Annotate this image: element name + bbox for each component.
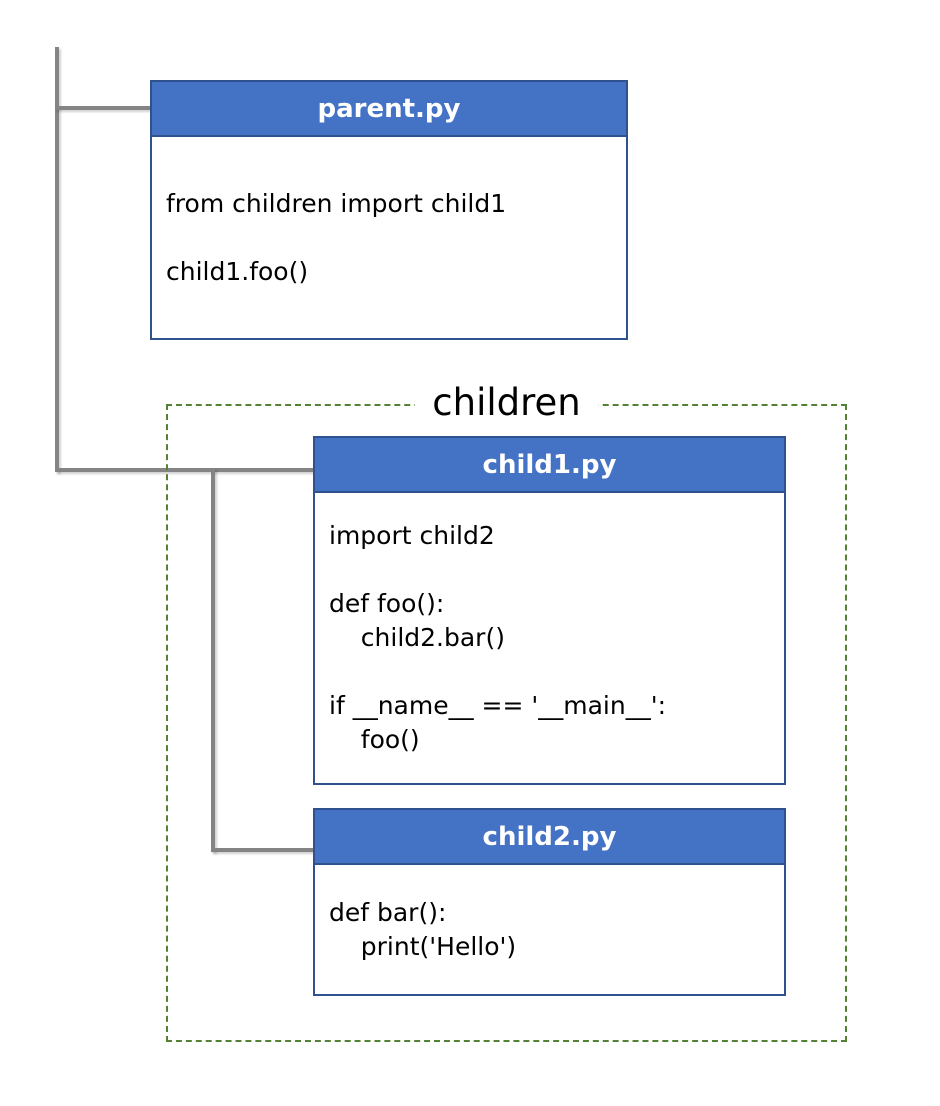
file-box-child1-code: import child2 def foo(): child2.bar() if… xyxy=(315,493,784,783)
code-line: print('Hello') xyxy=(329,931,517,961)
code-line: child2.bar() xyxy=(329,623,505,652)
connector-to-child1-line xyxy=(55,468,315,472)
code-line xyxy=(329,553,778,587)
code-line: def foo(): xyxy=(329,589,445,618)
file-box-child1-title: child1.py xyxy=(315,438,784,493)
file-box-parent-code: from children import child1 child1.foo() xyxy=(152,137,626,338)
children-package-label: children xyxy=(414,379,599,427)
connector-to-parent-line xyxy=(55,106,152,110)
file-box-parent-py: parent.py from children import child1 ch… xyxy=(150,80,628,340)
code-line: if __name__ == '__main__': xyxy=(329,691,667,720)
connector-trunk-vertical-line xyxy=(55,47,59,472)
code-line: import child2 xyxy=(329,521,495,550)
code-line: from children import child1 xyxy=(166,188,507,218)
code-line xyxy=(166,221,620,255)
connector-branch-vertical-line xyxy=(211,468,215,852)
file-box-child1-py: child1.py import child2 def foo(): child… xyxy=(313,436,786,785)
code-line: def bar(): xyxy=(329,897,447,927)
connector-to-child2-line xyxy=(211,848,315,852)
code-line: child1.foo() xyxy=(166,256,309,286)
file-box-child2-code: def bar(): print('Hello') xyxy=(315,865,784,994)
code-line xyxy=(329,655,778,689)
children-package-group: children xyxy=(166,379,847,1042)
file-box-child2-py: child2.py def bar(): print('Hello') xyxy=(313,808,786,996)
file-box-child2-title: child2.py xyxy=(315,810,784,865)
code-line: foo() xyxy=(329,725,420,754)
file-box-parent-title: parent.py xyxy=(152,82,626,137)
